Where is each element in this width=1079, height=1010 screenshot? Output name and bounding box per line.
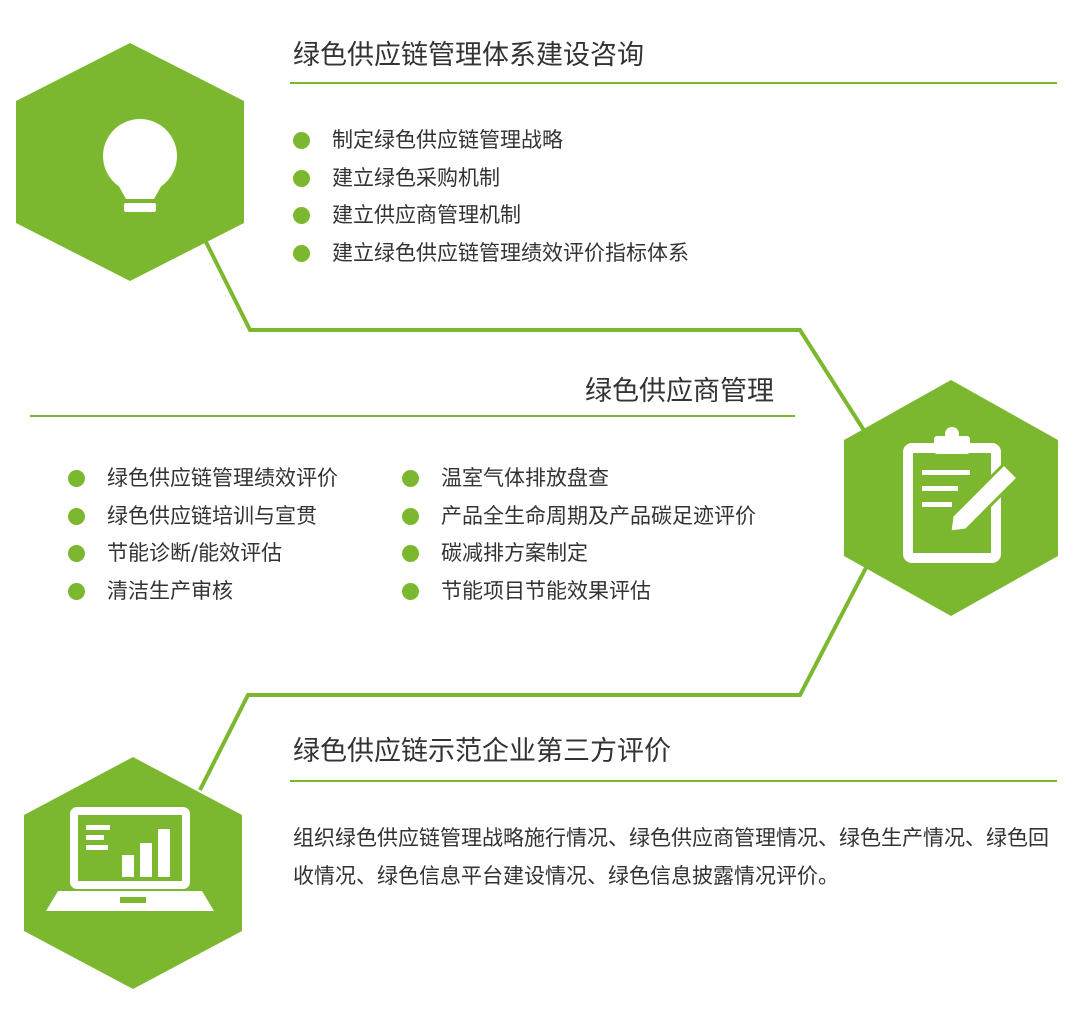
section-3-title: 绿色供应链示范企业第三方评价 bbox=[293, 736, 671, 767]
laptop-chart-icon bbox=[46, 807, 214, 911]
hexagon-badge-1 bbox=[16, 43, 244, 281]
list-item: 产品全生命周期及产品碳足迹评价 bbox=[402, 498, 756, 536]
list-item: 节能诊断/能效评估 bbox=[68, 535, 338, 573]
lightbulb-icon bbox=[103, 119, 177, 212]
connector-line-1 bbox=[203, 239, 867, 434]
clipboard-pencil-icon bbox=[903, 427, 1021, 563]
list-item: 建立供应商管理机制 bbox=[293, 197, 689, 235]
list-item: 绿色供应链培训与宣贯 bbox=[68, 498, 338, 536]
section-3-description: 组织绿色供应链管理战略施行情况、绿色供应商管理情况、绿色生产情况、绿色回收情况、… bbox=[293, 826, 1049, 888]
list-item: 制定绿色供应链管理战略 bbox=[293, 122, 689, 160]
list-item: 节能项目节能效果评估 bbox=[402, 573, 756, 611]
list-item: 绿色供应链管理绩效评价 bbox=[68, 460, 338, 498]
section-2-list-right: 温室气体排放盘查 产品全生命周期及产品碳足迹评价 碳减排方案制定 节能项目节能效… bbox=[402, 460, 756, 610]
section-2-title: 绿色供应商管理 bbox=[585, 376, 774, 407]
section-1-divider bbox=[290, 82, 1057, 84]
list-item: 建立绿色供应链管理绩效评价指标体系 bbox=[293, 235, 689, 273]
section-3-divider bbox=[290, 780, 1057, 782]
list-item: 碳减排方案制定 bbox=[402, 535, 756, 573]
connector-line-2 bbox=[198, 559, 872, 791]
hexagon-badge-3 bbox=[24, 757, 242, 989]
section-1-list: 制定绿色供应链管理战略 建立绿色采购机制 建立供应商管理机制 建立绿色供应链管理… bbox=[293, 122, 689, 272]
section-2-list-left: 绿色供应链管理绩效评价 绿色供应链培训与宣贯 节能诊断/能效评估 清洁生产审核 bbox=[68, 460, 338, 610]
section-2-divider bbox=[30, 415, 795, 417]
hexagon-badge-2 bbox=[844, 380, 1058, 616]
list-item: 清洁生产审核 bbox=[68, 573, 338, 611]
list-item: 建立绿色采购机制 bbox=[293, 160, 689, 198]
section-1-title: 绿色供应链管理体系建设咨询 bbox=[293, 40, 644, 71]
list-item: 温室气体排放盘查 bbox=[402, 460, 756, 498]
